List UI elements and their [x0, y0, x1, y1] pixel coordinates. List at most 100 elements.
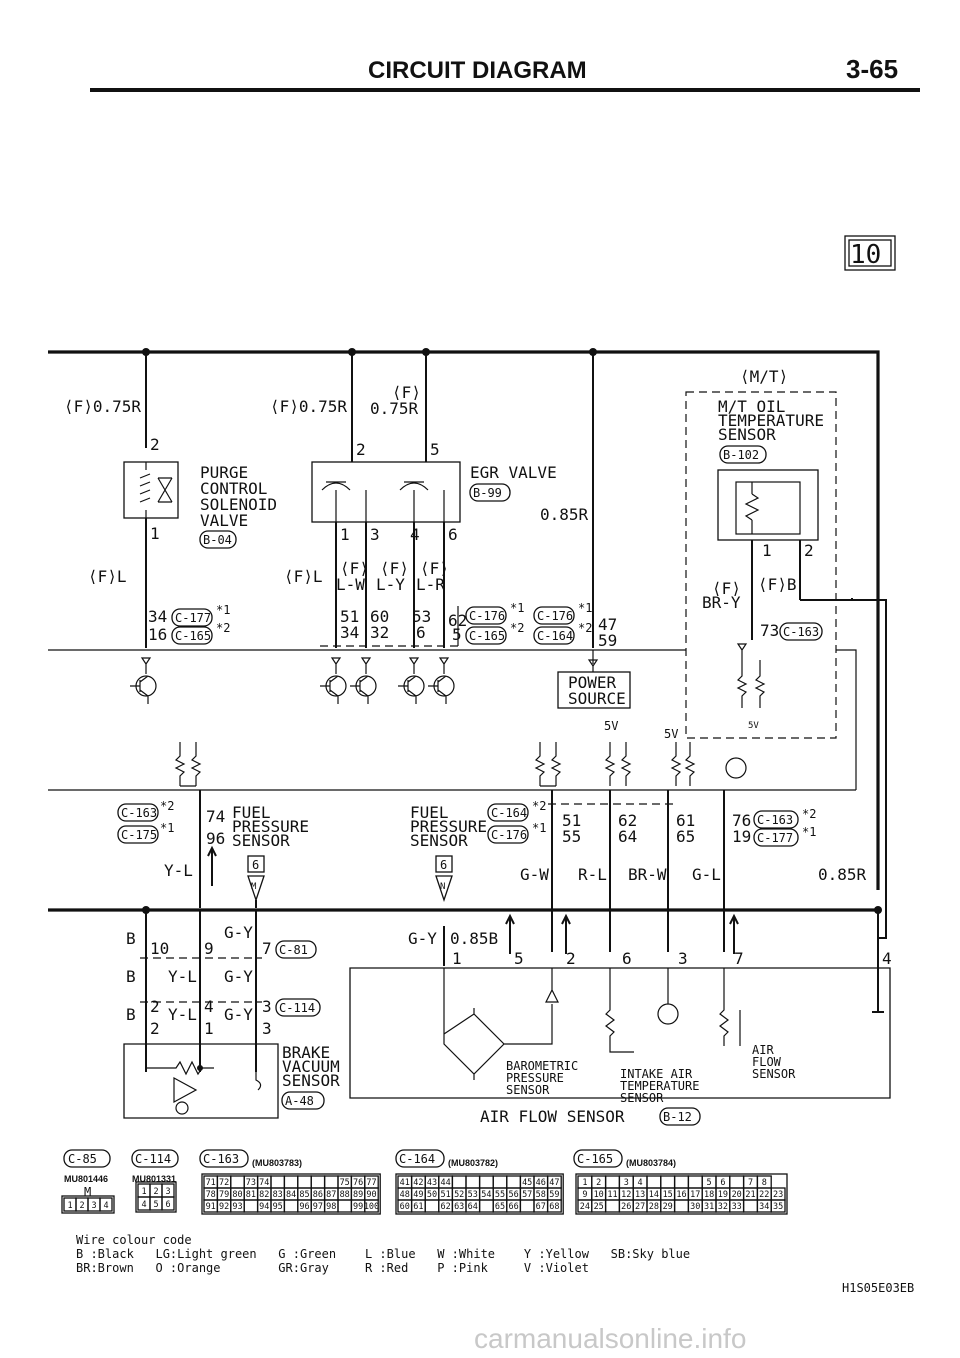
svg-text:M/T OIL: M/T OIL [718, 397, 785, 416]
connector-pin-label: 5 [707, 1178, 712, 1188]
connector-pin-label: 98 [326, 1202, 336, 1212]
svg-text:34: 34 [148, 607, 167, 626]
svg-text:61: 61 [676, 811, 695, 830]
connector-pin-label: 57 [522, 1190, 532, 1200]
connector-pin-label: 52 [454, 1190, 464, 1200]
svg-text:*2: *2 [216, 621, 230, 635]
svg-text:53: 53 [412, 607, 431, 626]
connector-pin-label: 99 [353, 1202, 363, 1212]
connector-pin-label: 13 [635, 1190, 645, 1200]
connector-pin-label: 85 [299, 1190, 309, 1200]
connector-cavity [492, 1175, 508, 1189]
connector-cavity [604, 1175, 621, 1189]
svg-text:74: 74 [206, 807, 225, 826]
connector-cavity [519, 1199, 535, 1213]
svg-text:2: 2 [356, 440, 366, 459]
connector-cavity [283, 1199, 299, 1213]
connector-pin-label: 5 [153, 1200, 158, 1210]
svg-text:1: 1 [340, 525, 350, 544]
svg-text:47: 47 [598, 615, 617, 634]
svg-text:⟨F⟩: ⟨F⟩ [420, 559, 449, 578]
svg-text:SENSOR: SENSOR [282, 1071, 340, 1090]
connector-pin-label: 1 [141, 1187, 146, 1197]
connector-cavity [478, 1199, 494, 1213]
svg-text:B: B [126, 967, 136, 986]
connector-cavity [742, 1199, 759, 1213]
connector-cavity [270, 1175, 286, 1189]
svg-text:SENSOR: SENSOR [620, 1091, 664, 1105]
connector-cavity [687, 1175, 703, 1189]
svg-text:⟨F⟩: ⟨F⟩ [380, 559, 409, 578]
svg-text:⟨F⟩0.75R: ⟨F⟩0.75R [270, 397, 347, 416]
connector-pin-label: 6 [720, 1178, 725, 1188]
connector-housing [575, 1173, 788, 1215]
connector-pin-label: 12 [621, 1190, 631, 1200]
svg-text:*1: *1 [510, 601, 524, 615]
connector-pin-label: 76 [353, 1178, 363, 1188]
svg-text:19: 19 [732, 827, 751, 846]
connector-pin-label: 88 [340, 1190, 350, 1200]
connector-pin-label: 67 [536, 1202, 546, 1212]
connector-pin-label: 9 [582, 1190, 587, 1200]
connector-cavity [297, 1175, 312, 1189]
connector-pin-label: 61 [413, 1202, 423, 1212]
svg-text:B :Black LG:Light green G: B :Black LG:Light green G :Green L :Blue… [76, 1247, 690, 1261]
svg-text:SENSOR: SENSOR [410, 831, 468, 850]
svg-text:AIR FLOW SENSOR: AIR FLOW SENSOR [480, 1107, 625, 1126]
svg-text:(MU803784): (MU803784) [626, 1158, 676, 1168]
svg-text:PRESSURE: PRESSURE [410, 817, 487, 836]
svg-text:*2: *2 [578, 621, 592, 635]
connector-pin-label: 89 [353, 1190, 363, 1200]
ecu-internal-transistors [130, 657, 455, 704]
connector-pin-label: 23 [773, 1190, 783, 1200]
svg-text:6: 6 [448, 525, 458, 544]
svg-text:5V: 5V [604, 719, 618, 733]
connector-pin-label: 26 [621, 1202, 631, 1212]
connector-cavity [604, 1199, 621, 1213]
svg-text:C-175: C-175 [121, 828, 157, 842]
svg-text:2: 2 [804, 541, 814, 560]
top-bus [48, 350, 880, 890]
svg-text:1: 1 [150, 524, 160, 543]
svg-text:PRESSURE: PRESSURE [506, 1071, 564, 1085]
connector-pin-label: 10 [594, 1190, 604, 1200]
svg-text:VACUUM: VACUUM [282, 1057, 340, 1076]
svg-text:L-R: L-R [416, 575, 445, 594]
svg-text:TEMPERATURE: TEMPERATURE [718, 411, 824, 430]
connector-pin-label: 73 [246, 1178, 256, 1188]
connector-pin-label: 16 [676, 1190, 686, 1200]
svg-text:10: 10 [850, 240, 881, 270]
svg-text:PURGE: PURGE [200, 463, 248, 482]
svg-text:C-114: C-114 [135, 1152, 171, 1166]
svg-text:⟨M/T⟩: ⟨M/T⟩ [740, 367, 788, 386]
connector-pin-label: 93 [232, 1202, 242, 1212]
connector-pin-label: 53 [468, 1190, 478, 1200]
connector-pin-label: 65 [495, 1202, 505, 1212]
svg-text:3: 3 [262, 997, 272, 1016]
figure-code: H1S05E03EB [842, 1281, 914, 1295]
fuel-pressure-sensor-right: FUEL PRESSURE SENSOR C-164 *2 C-176 *1 6… [410, 799, 546, 903]
svg-text:SENSOR: SENSOR [232, 831, 290, 850]
svg-text:*2: *2 [510, 621, 524, 635]
svg-text:MU801446: MU801446 [64, 1174, 108, 1184]
svg-text:62: 62 [448, 611, 467, 630]
svg-text:4: 4 [204, 997, 214, 1016]
svg-text:C-165: C-165 [175, 629, 211, 643]
connector-pin [161, 1196, 175, 1211]
connector-pin-label: 64 [468, 1202, 478, 1212]
connector-housing [395, 1173, 564, 1215]
connector-pin-label: 42 [413, 1178, 423, 1188]
connector-pin-label: 80 [232, 1190, 242, 1200]
connector-pin-label: 43 [427, 1178, 437, 1188]
connector-b12: B-12 [663, 1110, 692, 1124]
connector-pin-label: 94 [259, 1202, 269, 1212]
svg-text:⟨F⟩: ⟨F⟩ [392, 383, 421, 402]
ecu-boundary-right [836, 649, 857, 790]
connector-pin-label: 78 [206, 1190, 216, 1200]
svg-text:2: 2 [150, 997, 160, 1016]
connector-pin-label: 92 [219, 1202, 229, 1212]
connector-pin-label: 97 [313, 1202, 323, 1212]
svg-text:7: 7 [734, 949, 744, 968]
svg-text:(MU803783): (MU803783) [252, 1158, 302, 1168]
